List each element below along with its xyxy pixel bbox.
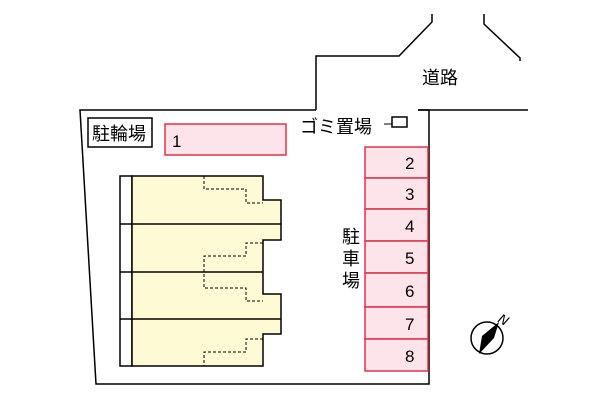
parking-space-label: 8 — [405, 347, 414, 366]
parking-space-label: 6 — [405, 282, 414, 301]
compass-needle — [479, 322, 499, 354]
parking-space-1 — [164, 123, 287, 156]
building-balcony-strip — [119, 175, 133, 367]
parking-lot-label-char: 場 — [342, 271, 360, 292]
garbage-area-box — [391, 116, 408, 128]
parking-lot-label-char: 駐 — [342, 227, 360, 248]
parking-lot-label-char: 車 — [342, 249, 360, 270]
road-edge-left — [315, 14, 433, 110]
apartment-building — [119, 175, 282, 367]
parking-space-6 — [364, 272, 429, 308]
parking-column: 2 3 4 5 6 7 8 — [364, 146, 429, 372]
parking-space-5 — [364, 240, 429, 274]
garbage-area-label: ゴミ置場 — [300, 117, 372, 138]
parking-space-label: 1 — [172, 132, 181, 151]
building-footprint — [131, 175, 282, 367]
compass-north-arrow-icon: N — [470, 312, 511, 355]
parking-space-label: 2 — [405, 154, 414, 173]
parking-space-8 — [364, 338, 429, 372]
road-area — [315, 14, 528, 111]
parking-space-label: 5 — [405, 249, 414, 268]
unit-dashed-line — [203, 176, 263, 204]
bicycle-parking-label: 駐輪場 — [92, 124, 146, 145]
bicycle-parking-label-box — [87, 117, 153, 148]
parking-space-3 — [364, 177, 429, 210]
parking-space-label: 3 — [405, 185, 414, 204]
parking-space-label: 4 — [405, 217, 414, 236]
unit-dashed-line — [203, 338, 263, 366]
road-label: 道路 — [422, 68, 458, 89]
parking-space-4 — [364, 208, 429, 242]
unit-dashed-line — [203, 242, 263, 302]
parking-space-7 — [364, 306, 429, 340]
parking-space-2 — [364, 146, 429, 179]
road-edge-right — [483, 14, 521, 61]
parking-space-label: 7 — [405, 315, 414, 334]
site-boundary — [79, 109, 430, 385]
